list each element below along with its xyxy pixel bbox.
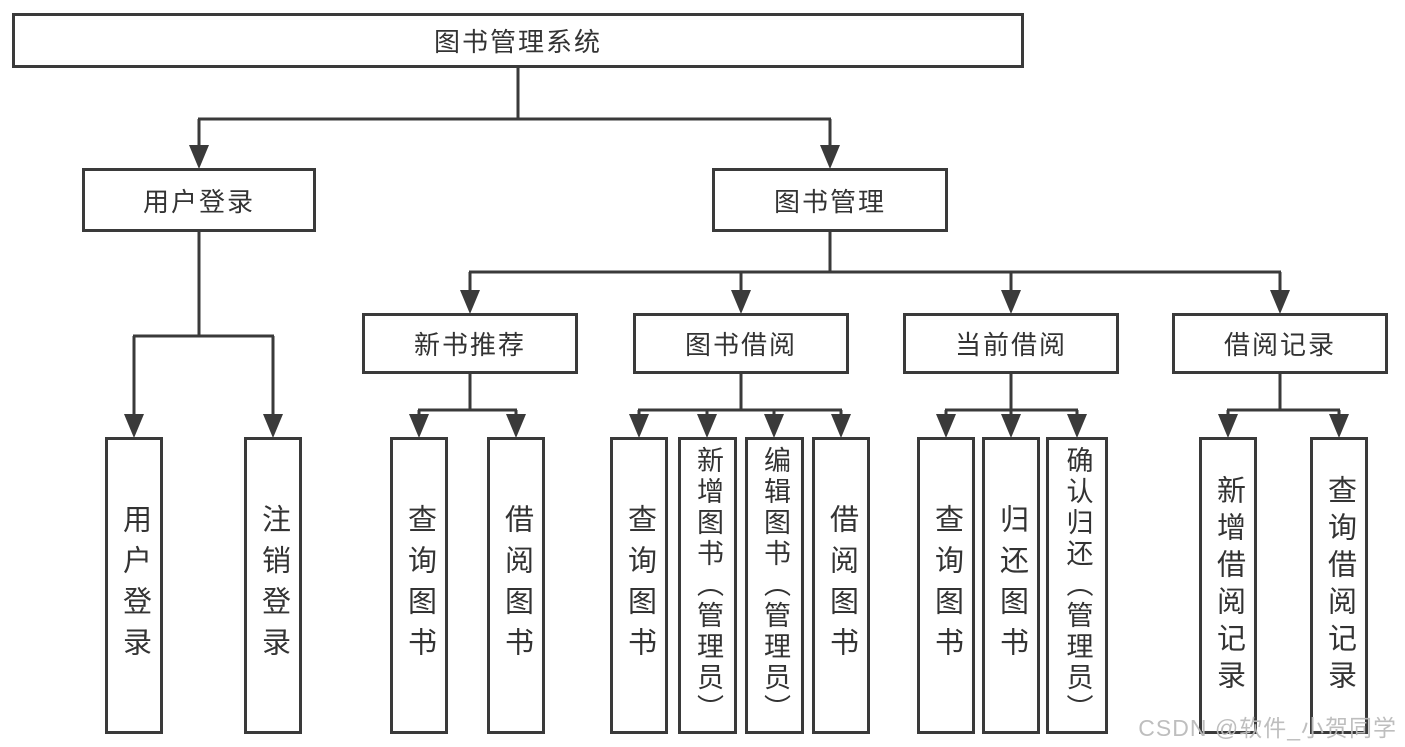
node-leaf-borrow-books-1-label: 借阅图书 — [500, 503, 533, 668]
node-leaf-confirm-return-admin: 确认归还（管理员） — [1046, 437, 1108, 734]
node-leaf-borrow-books-2: 借阅图书 — [812, 437, 870, 734]
node-leaf-add-borrow-record-label: 新增借阅记录 — [1212, 474, 1245, 697]
node-book-management-label: 图书管理 — [773, 186, 886, 217]
node-current-borrowing-label: 当前借阅 — [954, 330, 1067, 360]
node-leaf-query-borrow-record: 查询借阅记录 — [1310, 437, 1368, 734]
node-leaf-return-books-label: 归还图书 — [995, 503, 1028, 668]
edge-root-to-level2 — [189, 68, 840, 169]
edge-book-management-children — [460, 232, 1290, 314]
node-leaf-add-books-admin-label: 新增图书（管理员） — [693, 446, 723, 725]
node-user-login-label: 用户登录 — [142, 186, 255, 217]
node-leaf-edit-books-admin-label: 编辑图书（管理员） — [760, 446, 790, 725]
node-leaf-query-books-2-label: 查询图书 — [623, 503, 656, 668]
node-leaf-edit-books-admin: 编辑图书（管理员） — [745, 437, 804, 734]
node-leaf-query-borrow-record-label: 查询借阅记录 — [1323, 474, 1356, 697]
node-leaf-add-borrow-record: 新增借阅记录 — [1199, 437, 1257, 734]
node-leaf-query-books-2: 查询图书 — [610, 437, 668, 734]
node-leaf-logout-label: 注销登录 — [257, 503, 290, 668]
node-leaf-borrow-books-1: 借阅图书 — [487, 437, 545, 734]
node-leaf-query-books-1-label: 查询图书 — [403, 503, 436, 668]
node-leaf-logout: 注销登录 — [244, 437, 302, 734]
node-leaf-borrow-books-2-label: 借阅图书 — [825, 503, 858, 668]
node-borrowing-records: 借阅记录 — [1172, 313, 1388, 374]
node-book-management: 图书管理 — [712, 168, 948, 232]
node-leaf-query-books-3: 查询图书 — [917, 437, 975, 734]
node-current-borrowing: 当前借阅 — [903, 313, 1119, 374]
edge-book-borrowing-children — [629, 374, 851, 438]
node-leaf-return-books: 归还图书 — [982, 437, 1040, 734]
node-root: 图书管理系统 — [12, 13, 1024, 68]
node-new-book-recommendation-label: 新书推荐 — [413, 330, 526, 360]
node-new-book-recommendation: 新书推荐 — [362, 313, 578, 374]
node-borrowing-records-label: 借阅记录 — [1223, 330, 1336, 360]
node-leaf-confirm-return-admin-label: 确认归还（管理员） — [1062, 446, 1093, 725]
edge-user-login-children — [124, 232, 283, 438]
edge-borrowing-records-children — [1218, 374, 1349, 438]
edge-new-book-recommendation-children — [409, 374, 526, 438]
node-leaf-user-login: 用户登录 — [105, 437, 163, 734]
node-book-borrowing-label: 图书借阅 — [684, 330, 797, 360]
node-leaf-add-books-admin: 新增图书（管理员） — [678, 437, 737, 734]
node-leaf-query-books-3-label: 查询图书 — [930, 503, 963, 668]
node-book-borrowing: 图书借阅 — [633, 313, 849, 374]
node-leaf-query-books-1: 查询图书 — [390, 437, 448, 734]
node-root-label: 图书管理系统 — [433, 27, 602, 57]
node-leaf-user-login-label: 用户登录 — [118, 503, 151, 668]
edge-current-borrowing-children — [936, 374, 1087, 438]
node-user-login: 用户登录 — [82, 168, 316, 232]
csdn-watermark: CSDN @软件_小贺同学 — [1138, 715, 1397, 741]
